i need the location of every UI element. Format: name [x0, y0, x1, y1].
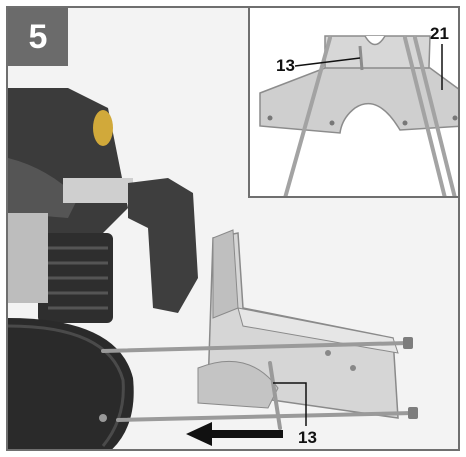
figure-frame: 5 13 21 13 — [6, 6, 460, 451]
parallel-guide — [197, 229, 399, 419]
detail-inset: 13 21 — [248, 8, 458, 198]
step-badge: 5 — [8, 8, 68, 66]
callout-rod-inset: 13 — [276, 56, 295, 75]
callout-leader-main — [273, 382, 307, 426]
callout-rod-main: 13 — [298, 428, 317, 447]
callout-fence-inset: 21 — [430, 24, 449, 43]
router-body — [8, 88, 198, 449]
fence-detail-illustration — [250, 8, 458, 196]
arrow-left-icon — [186, 422, 283, 446]
guide-rods — [101, 341, 415, 430]
